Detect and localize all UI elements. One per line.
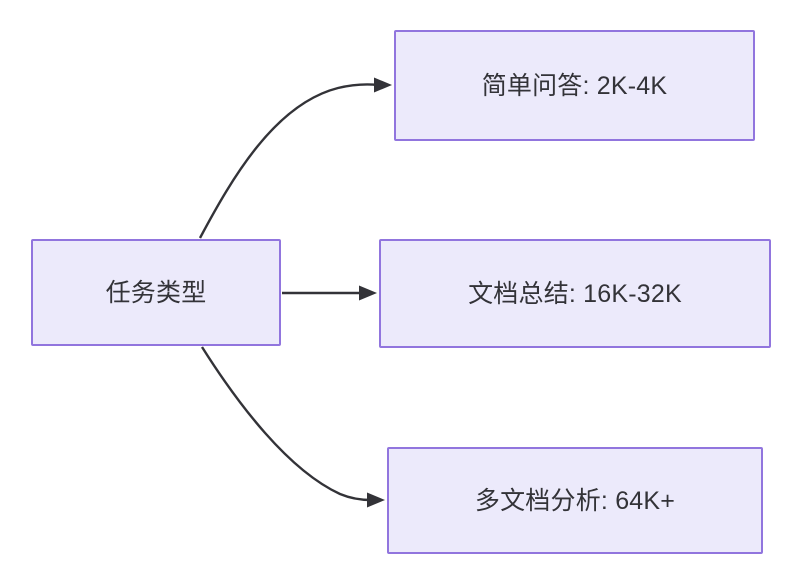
edge-root-to-simple-qa xyxy=(198,77,392,239)
edge-root-to-doc-summary-arrowhead xyxy=(359,285,377,301)
edge-root-to-doc-summary xyxy=(282,285,377,301)
node-doc-summary[interactable]: 文档总结: 16K-32K xyxy=(379,239,771,348)
node-task-type[interactable]: 任务类型 xyxy=(31,239,281,346)
node-multi-doc[interactable]: 多文档分析: 64K+ xyxy=(387,447,763,554)
node-multi-doc-label: 多文档分析: 64K+ xyxy=(474,486,676,515)
edge-root-to-simple-qa-arrowhead xyxy=(374,77,392,93)
edge-root-to-multi-doc xyxy=(200,346,385,508)
edge-root-to-multi-doc-path xyxy=(200,346,372,502)
node-doc-summary-label: 文档总结: 16K-32K xyxy=(468,279,682,308)
edge-root-to-multi-doc-arrowhead xyxy=(367,492,385,508)
node-task-type-label: 任务类型 xyxy=(105,278,207,307)
edge-root-to-simple-qa-path xyxy=(198,83,379,239)
node-simple-qa-label: 简单问答: 2K-4K xyxy=(481,71,668,100)
node-simple-qa[interactable]: 简单问答: 2K-4K xyxy=(394,30,755,141)
